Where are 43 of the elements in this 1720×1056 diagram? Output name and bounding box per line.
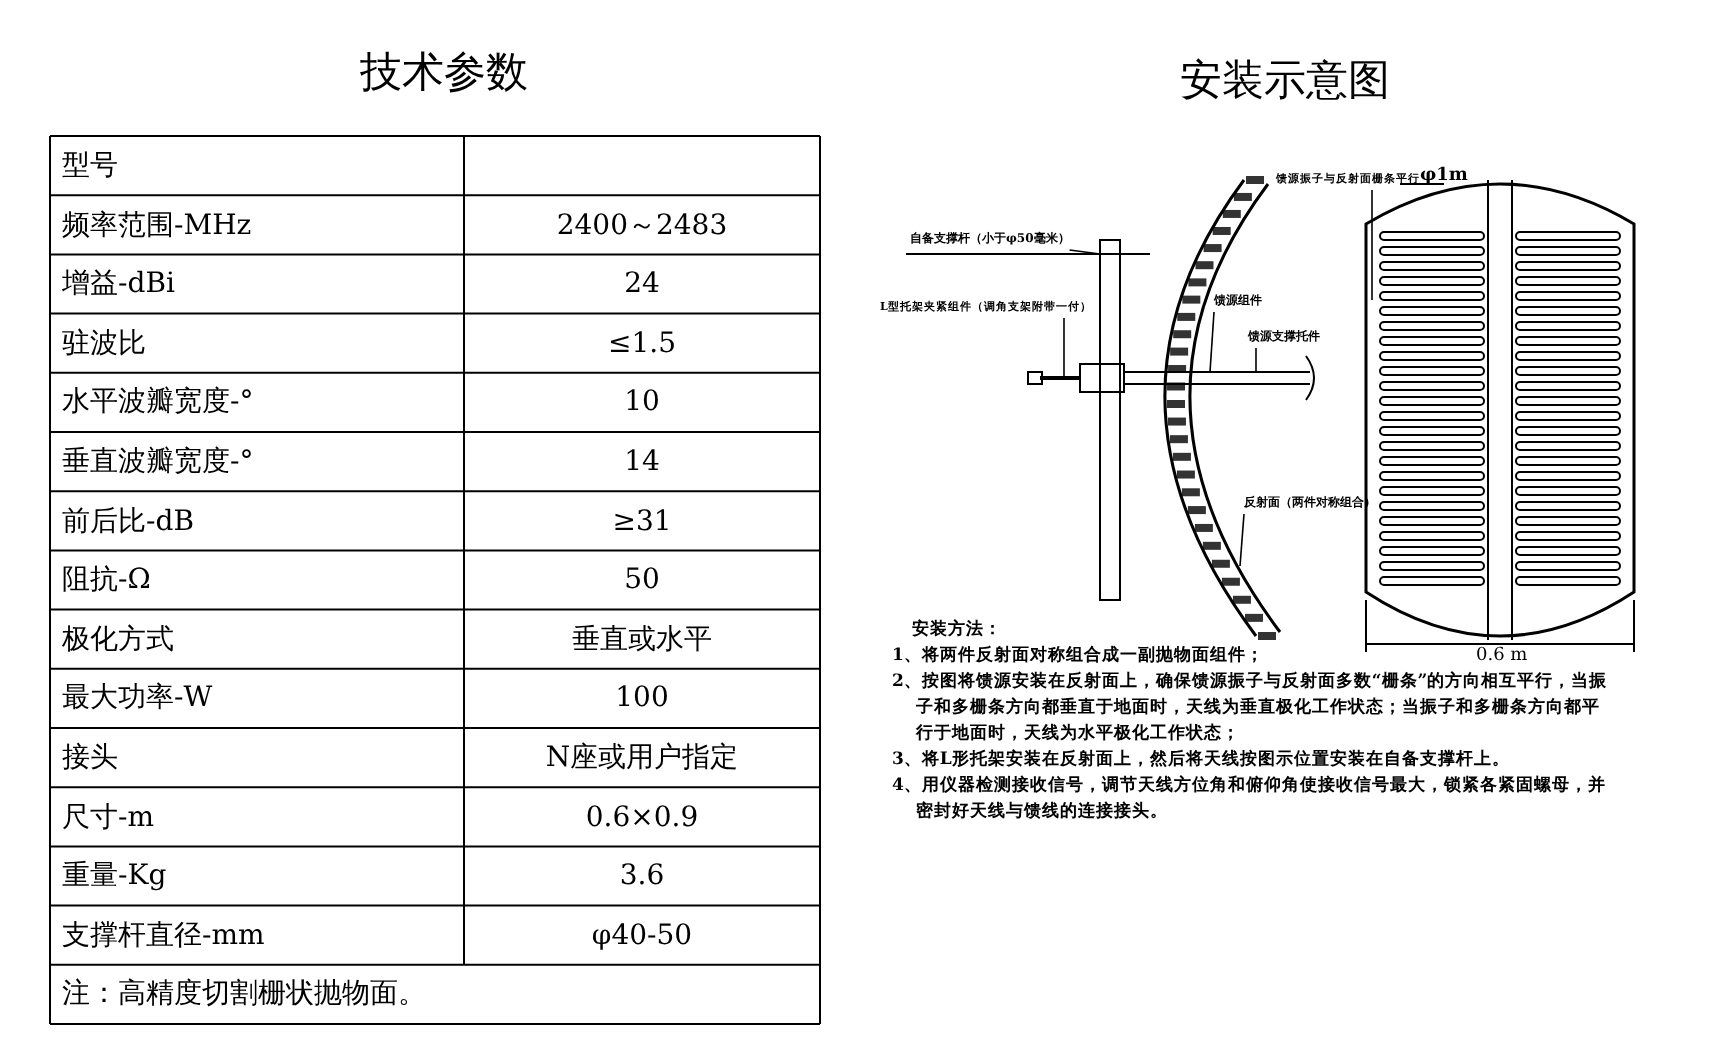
- spec-value: 10: [622, 384, 662, 421]
- spec-name: 极化方式: [62, 621, 174, 658]
- spec-value: N座或用户指定: [543, 740, 741, 776]
- instruction-step: 2、按图将馈源安装在反射面上，确保馈源振子与反射面多数“栅条”的方向相互平行，当振子和多栅条方向都垂直于地面时，天线为垂直极化工作状态；当振子和多栅条方向都平行于地面时，天线为水平极化工作状态；: [892, 670, 1616, 748]
- dimension-label: 0.6 m: [1476, 646, 1528, 666]
- instructions-heading: 安装方法：: [912, 618, 1002, 644]
- note-text: 注：高精度切割栅状抛物面。: [62, 976, 426, 1013]
- leader-line: [1239, 513, 1245, 567]
- spec-name: 尺寸-m: [62, 799, 155, 836]
- spec-name: 驻波比: [62, 325, 146, 362]
- leader-line: [1209, 311, 1215, 373]
- leader-line: [1371, 189, 1373, 301]
- spec-name: 接头: [62, 740, 118, 776]
- spec-name: 增益-dBi: [62, 266, 175, 303]
- dimension-label: φ1m: [1420, 166, 1468, 186]
- spec-value: 14: [622, 444, 662, 480]
- spec-value: 3.6: [617, 858, 667, 895]
- spec-value: ≥31: [610, 503, 674, 540]
- spec-name: 频率范围-MHz: [62, 207, 252, 244]
- instruction-step: 1、将两件反射面对称组合成一副抛物面组件；: [892, 644, 1264, 670]
- spec-name: 阻抗-Ω: [62, 562, 151, 599]
- spec-value: 垂直或水平: [570, 621, 714, 658]
- spec-value: φ40-50: [589, 917, 695, 954]
- section-heading: 技术参数: [360, 46, 528, 100]
- spec-name: 支撑杆直径-mm: [62, 917, 265, 954]
- spec-name: 重量-Kg: [62, 858, 167, 895]
- spec-name: 水平波瓣宽度-°: [62, 384, 254, 421]
- section-heading: 安装示意图: [1180, 54, 1390, 108]
- instruction-step: 4、用仪器检测接收信号，调节天线方位角和俯仰角使接收信号最大，锁紧各紧固螺母，并密封好天线与馈线的连接接头。: [892, 774, 1616, 826]
- spec-name: 最大功率-W: [62, 680, 213, 717]
- leader-line: [1255, 347, 1257, 373]
- instruction-step: 3、将L形托架安装在反射面上，然后将天线按图示位置安装在自备支撑杆上。: [892, 748, 1510, 774]
- spec-value: 24: [622, 266, 662, 303]
- spec-value: 0.6×0.9: [583, 799, 701, 836]
- spec-value: 50: [622, 562, 662, 599]
- spec-value: 2400～2483: [554, 207, 730, 244]
- spec-value: 100: [613, 680, 671, 717]
- spec-name: 垂直波瓣宽度-°: [62, 444, 254, 480]
- spec-name: 前后比-dB: [62, 503, 194, 540]
- spec-value: ≤1.5: [606, 325, 678, 362]
- spec-name: 型号: [62, 148, 118, 184]
- leader-line: [1068, 249, 1101, 255]
- leader-line: [1063, 317, 1065, 379]
